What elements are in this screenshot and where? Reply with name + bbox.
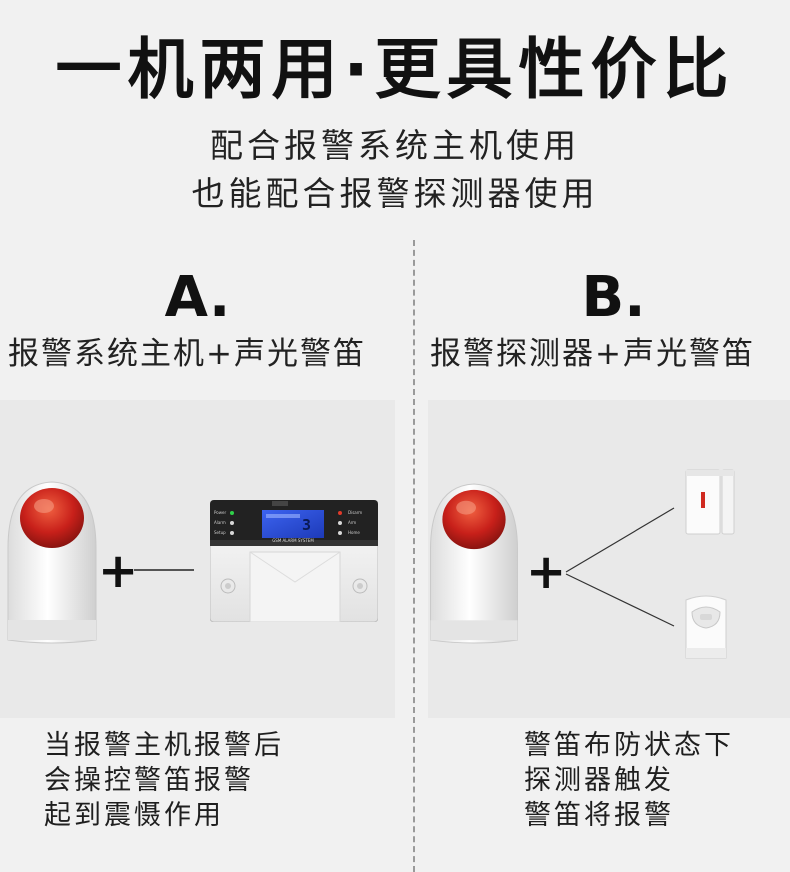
option-a-letter: A. [164, 265, 231, 330]
panel-label-power: Power [214, 510, 227, 515]
option-b-description-line: 警笛布防状态下 [524, 730, 734, 761]
panel-label-alarm: Alarm [214, 520, 226, 525]
plus-sign-b: + [526, 544, 567, 600]
option-b-description-line: 探测器触发 [524, 765, 674, 796]
option-b-letter: B. [581, 265, 646, 330]
option-b-label: 报警探测器+声光警笛 [430, 336, 755, 372]
door-sensor-image [685, 469, 735, 535]
subtitle-line-1: 配合报警系统主机使用 [210, 126, 580, 165]
siren-b-image [430, 483, 518, 644]
column-divider [413, 240, 415, 872]
panel-label-setup: Setup [214, 530, 226, 535]
pir-sensor-image [685, 595, 727, 659]
siren-a-image [7, 481, 97, 644]
panel-label-disarm: Disarm [348, 510, 363, 515]
option-b-description: 警笛布防状态下 探测器触发 警笛将报警 [524, 728, 734, 833]
panel-label-arm: Arm [348, 520, 357, 525]
option-a-description-line: 起到震慑作用 [44, 800, 224, 831]
connector-lines-b [565, 507, 675, 627]
option-a-description-line: 会操控警笛报警 [44, 765, 254, 796]
option-a-label: 报警系统主机+声光警笛 [8, 336, 366, 372]
subtitle-line-2: 也能配合报警探测器使用 [191, 174, 599, 213]
option-a-description: 当报警主机报警后 会操控警笛报警 起到震慑作用 [44, 728, 284, 833]
connector-line-a [134, 569, 194, 571]
panel-label-home: Home [348, 530, 360, 535]
alarm-panel-image: 3 GSM ALARM SYSTEM Power Alarm Setup Dis… [210, 500, 378, 622]
page-title: 一机两用·更具性价比 [55, 31, 735, 108]
plus-sign-a: + [98, 543, 139, 599]
option-a-description-line: 当报警主机报警后 [44, 730, 284, 761]
option-b-description-line: 警笛将报警 [524, 800, 674, 831]
lcd-digit: 3 [302, 516, 312, 534]
panel-name-strip: GSM ALARM SYSTEM [272, 538, 314, 543]
